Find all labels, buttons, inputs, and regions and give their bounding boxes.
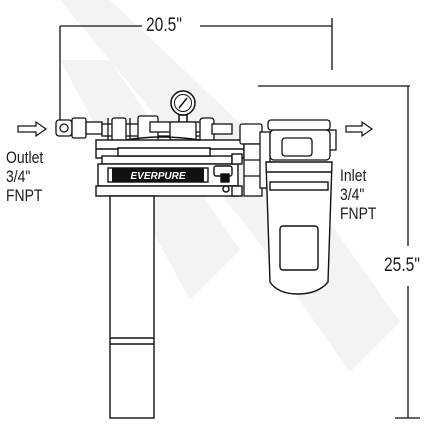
- inlet-label: Inlet 3/4" FNPT: [340, 166, 376, 223]
- height-dimension: [258, 85, 420, 419]
- brand-mark-text: EVERPURE: [130, 171, 185, 182]
- outlet-arrow-icon: [17, 120, 48, 138]
- pressure-gauge-icon: [170, 90, 196, 124]
- outlet-label-line-2: 3/4": [6, 167, 31, 186]
- brand-band: EVERPURE: [112, 168, 204, 182]
- long-filter-cartridge: [109, 195, 155, 419]
- outlet-label-line-1: Outlet: [6, 148, 44, 167]
- outlet-label-line-3: FNPT: [6, 186, 43, 205]
- prefilter-housing: [265, 161, 333, 295]
- inlet-label-line-2: 3/4": [340, 185, 365, 204]
- width-dimension: [59, 18, 333, 122]
- outlet-label: Outlet 3/4" FNPT: [6, 148, 43, 205]
- outlet-fitting: [55, 117, 103, 139]
- inlet-label-line-3: FNPT: [340, 204, 377, 223]
- manifold-piping: [101, 115, 233, 145]
- width-dimension-label: 20.5": [146, 15, 182, 36]
- height-dimension-label: 25.5": [384, 255, 420, 276]
- filter-head-body: [95, 136, 245, 197]
- inlet-label-line-1: Inlet: [340, 166, 367, 185]
- inlet-arrow-icon: [345, 120, 374, 138]
- inlet-fitting: [239, 119, 337, 197]
